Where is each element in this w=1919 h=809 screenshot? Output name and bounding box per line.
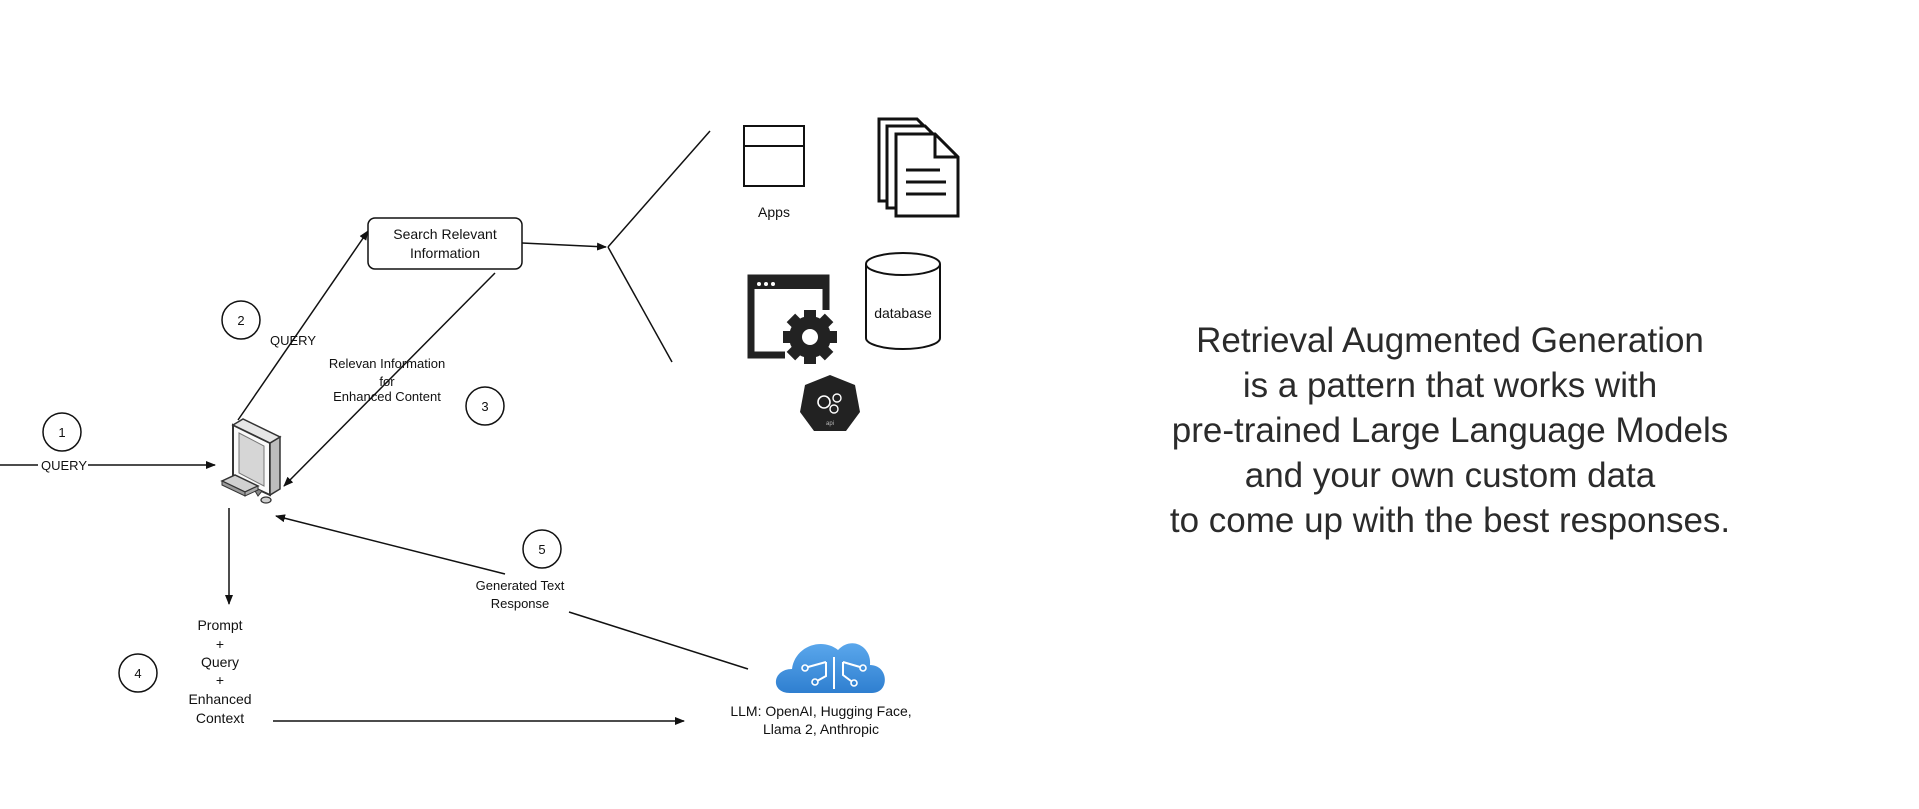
arrow-generated-response	[275, 514, 506, 575]
documents-icon	[877, 117, 960, 218]
description-line: is a pattern that works with	[1242, 366, 1658, 405]
step-marker-4: 4	[118, 653, 158, 693]
arrow-response-segment	[568, 611, 749, 670]
svg-text:1: 1	[58, 425, 65, 440]
arrow-relevant-info	[283, 272, 496, 487]
svg-text:Prompt: Prompt	[197, 617, 242, 633]
description-line: Retrieval Augmented Generation	[1196, 321, 1704, 360]
svg-text:Context: Context	[196, 710, 244, 726]
database-icon	[865, 252, 941, 350]
svg-text:Relevan Information: Relevan Information	[329, 356, 445, 371]
rag-description-text: Retrieval Augmented Generation is a patt…	[1050, 318, 1850, 543]
llm-cloud-icon	[775, 643, 885, 693]
label-query-in: QUERY	[38, 457, 88, 473]
svg-text:LLM: OpenAI, Hugging Face,: LLM: OpenAI, Hugging Face,	[730, 703, 911, 719]
svg-text:3: 3	[481, 399, 488, 414]
svg-text:+: +	[216, 636, 224, 652]
api-badge-text: api	[826, 421, 834, 427]
apps-window-icon	[743, 125, 805, 187]
label-generated-response: Generated Text Response	[476, 578, 565, 611]
svg-text:+: +	[216, 672, 224, 688]
svg-text:2: 2	[237, 313, 244, 328]
description-line: to come up with the best responses.	[1169, 501, 1731, 540]
svg-text:Response: Response	[491, 596, 550, 611]
svg-text:QUERY: QUERY	[41, 458, 87, 473]
fan-line-upper	[607, 130, 711, 248]
svg-text:for: for	[379, 374, 395, 389]
svg-text:Generated Text: Generated Text	[476, 578, 565, 593]
computer-icon	[220, 418, 282, 504]
step-marker-5: 5	[522, 529, 562, 569]
svg-text:Llama 2, Anthropic: Llama 2, Anthropic	[763, 721, 879, 737]
svg-text:Enhanced Content: Enhanced Content	[333, 389, 441, 404]
arrow-query-to-search	[237, 230, 369, 421]
svg-text:Query: Query	[201, 654, 239, 670]
fan-line-lower	[607, 246, 673, 363]
step-marker-2: 2	[221, 300, 261, 340]
llm-providers-label: LLM: OpenAI, Hugging Face, Llama 2, Anth…	[730, 703, 911, 737]
arrow-search-to-sources	[521, 242, 607, 251]
label-relevant-info: Relevan Information for Enhanced Content	[329, 356, 445, 404]
app-settings-icon	[747, 274, 837, 364]
description-line: pre-trained Large Language Models	[1171, 411, 1729, 450]
svg-text:Enhanced: Enhanced	[188, 691, 251, 707]
svg-text:Information: Information	[410, 245, 480, 261]
svg-text:5: 5	[538, 542, 545, 557]
svg-text:Search Relevant: Search Relevant	[393, 226, 497, 242]
prompt-query-context-node: Prompt + Query + Enhanced Context	[188, 617, 251, 726]
step-marker-1: 1	[42, 412, 82, 452]
description-line: and your own custom data	[1244, 456, 1656, 495]
label-query-search: QUERY	[270, 333, 316, 348]
database-label: database	[874, 305, 932, 321]
api-hexagon-icon: api	[800, 375, 860, 431]
step-marker-3: 3	[465, 386, 505, 426]
svg-text:4: 4	[134, 666, 141, 681]
apps-label: Apps	[758, 204, 790, 220]
search-relevant-information-node: Search Relevant Information	[367, 217, 523, 270]
